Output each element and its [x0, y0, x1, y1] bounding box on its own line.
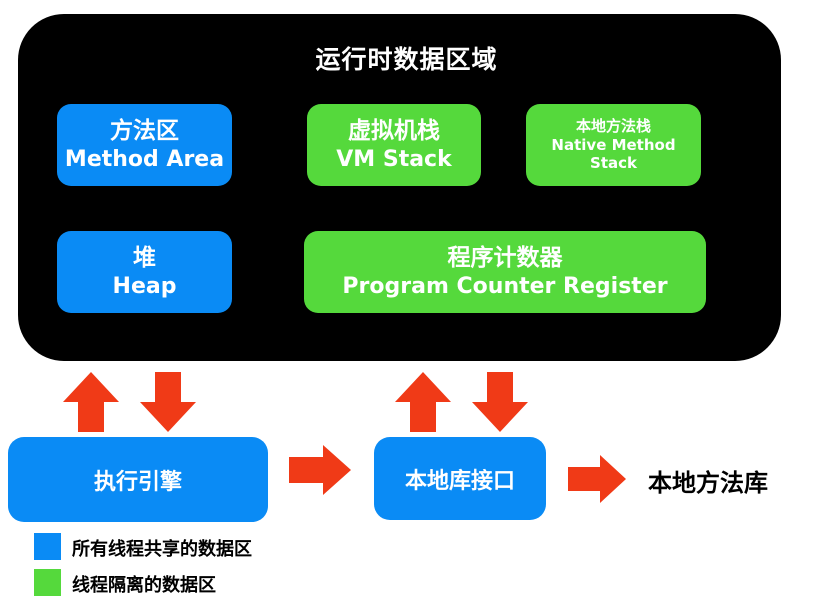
native-library-label: 本地方法库	[648, 469, 768, 497]
arrow-right-icon	[568, 455, 626, 503]
native-stack-en-line2: Stack	[590, 154, 637, 173]
arrow-down-icon	[472, 372, 528, 432]
arrow-up-icon	[395, 372, 451, 432]
heap-en: Heap	[112, 273, 177, 299]
program-counter-register-box: 程序计数器 Program Counter Register	[304, 231, 706, 313]
method-area-box: 方法区 Method Area	[57, 104, 232, 186]
legend-isolated-label: 线程隔离的数据区	[72, 575, 216, 596]
native-stack-en-line1: Native Method	[551, 135, 676, 154]
method-area-en: Method Area	[64, 146, 225, 172]
method-area-cn: 方法区	[110, 117, 179, 144]
heap-box: 堆 Heap	[57, 231, 232, 313]
execution-engine-box: 执行引擎	[8, 437, 268, 522]
vm-stack-box: 虚拟机栈 VM Stack	[307, 104, 481, 186]
arrow-up-icon	[63, 372, 119, 432]
vm-stack-cn: 虚拟机栈	[348, 117, 440, 144]
arrow-right-icon	[289, 445, 351, 495]
pc-register-en: Program Counter Register	[342, 273, 668, 299]
native-method-stack-box: 本地方法栈 Native Method Stack	[526, 104, 701, 186]
execution-engine-label: 执行引擎	[93, 469, 182, 495]
legend-shared-swatch	[34, 533, 61, 560]
native-interface-label: 本地库接口	[404, 468, 515, 494]
legend-isolated-swatch	[34, 569, 61, 596]
pc-register-cn: 程序计数器	[447, 244, 563, 271]
heap-cn: 堆	[133, 244, 156, 271]
legend-shared-label: 所有线程共享的数据区	[72, 539, 252, 560]
vm-stack-en: VM Stack	[336, 146, 452, 172]
native-stack-cn: 本地方法栈	[575, 116, 651, 135]
native-interface-box: 本地库接口	[374, 437, 546, 520]
arrow-down-icon	[140, 372, 196, 432]
runtime-data-area-title: 运行时数据区域	[315, 45, 498, 74]
